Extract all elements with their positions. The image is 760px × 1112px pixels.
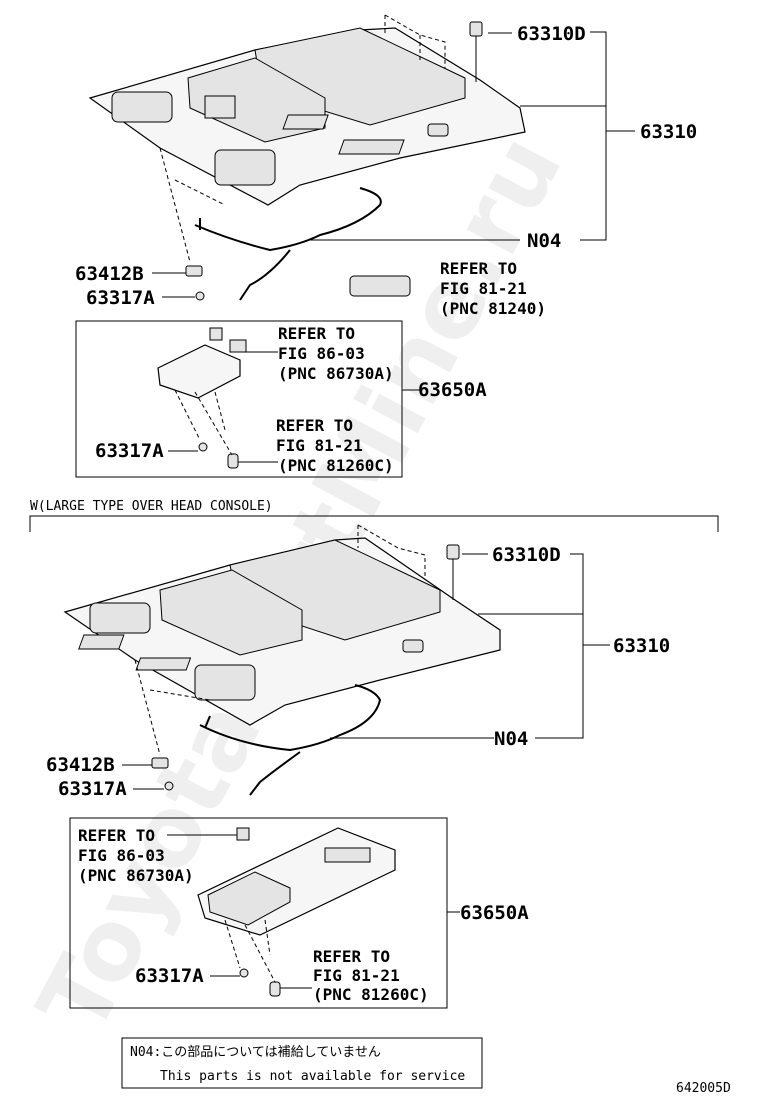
top-left-detail-3 bbox=[204, 95, 236, 119]
top-dash-3 bbox=[384, 14, 446, 68]
top-dash-2 bbox=[174, 179, 226, 206]
top-vent-1 bbox=[282, 114, 329, 130]
bottom-refer-bulb-1: REFER TO bbox=[313, 947, 390, 966]
bottom-refer-bulb-3: (PNC 81260C) bbox=[313, 985, 429, 1004]
top-lamp-detail-box bbox=[75, 320, 403, 478]
top-bracket-63412b bbox=[185, 265, 203, 277]
note-line-2: This parts is not available for service bbox=[160, 1069, 465, 1084]
top-refer-bulb-1: REFER TO bbox=[276, 416, 353, 435]
bottom-console-lamp bbox=[207, 871, 291, 926]
bottom-clip-63310d bbox=[446, 544, 460, 600]
bottom-refer-conn-1: REFER TO bbox=[78, 826, 155, 845]
bottom-overhead-console bbox=[197, 827, 396, 936]
refer-dome-line2: FIG 81-21 bbox=[440, 279, 527, 298]
callout-n04-bottom: N04 bbox=[494, 728, 528, 750]
callout-63317a-bottom-box: 63317A bbox=[135, 965, 204, 987]
bottom-lamp-detail-box bbox=[69, 817, 448, 1009]
refer-dome-line3: (PNC 81240) bbox=[440, 299, 546, 318]
bottom-sunvisor-clip bbox=[402, 639, 424, 653]
bottom-section: 63310D 63310 N04 63412B 63317A 63650A RE… bbox=[46, 524, 670, 1009]
top-section: 63310D 63310 N04 63412B 63317A REFER TO … bbox=[75, 14, 697, 478]
top-left-detail-2 bbox=[214, 149, 276, 186]
top-lamp-bulb bbox=[227, 453, 239, 469]
top-refer-bulb-3: (PNC 81260C) bbox=[278, 456, 394, 475]
top-clip-63310d bbox=[469, 21, 483, 82]
bottom-refer-conn-3: (PNC 86730A) bbox=[78, 866, 194, 885]
headliner-bottom-console bbox=[159, 569, 303, 656]
callout-63412b-top: 63412B bbox=[75, 263, 144, 285]
callout-63310d-top: 63310D bbox=[517, 23, 586, 45]
callout-63317a-top: 63317A bbox=[86, 287, 155, 309]
top-lamp-dash bbox=[174, 389, 233, 456]
section-bracket bbox=[29, 515, 719, 532]
bottom-refer-conn-2: FIG 86-03 bbox=[78, 846, 165, 865]
top-refer-conn-2: FIG 86-03 bbox=[278, 344, 365, 363]
section-label: W(LARGE TYPE OVER HEAD CONSOLE) bbox=[30, 499, 273, 514]
figure-code: 642005D bbox=[676, 1081, 731, 1096]
top-dash-1 bbox=[159, 147, 191, 263]
callout-63317a-bottom: 63317A bbox=[58, 778, 127, 800]
callout-63317a-top-box: 63317A bbox=[95, 440, 164, 462]
top-refer-bulb-2: FIG 81-21 bbox=[276, 436, 363, 455]
top-lamp-screw bbox=[198, 442, 208, 452]
top-lead-headliner bbox=[580, 31, 607, 241]
callout-63650a-bottom: 63650A bbox=[460, 902, 529, 924]
bottom-lead-headliner bbox=[535, 553, 584, 739]
bottom-vent-1 bbox=[78, 634, 125, 650]
bottom-dash-2 bbox=[149, 689, 211, 701]
bottom-lamp-screw bbox=[239, 968, 249, 978]
callout-n04-top: N04 bbox=[527, 230, 561, 252]
top-sunvisor-clip bbox=[427, 123, 449, 137]
bottom-screw-63317a bbox=[164, 781, 174, 791]
callout-63650a-top: 63650A bbox=[418, 379, 487, 401]
bottom-dash-1 bbox=[134, 659, 161, 756]
top-wire-harness bbox=[194, 187, 382, 301]
bottom-left-detail-2 bbox=[194, 664, 256, 701]
refer-dome-line1: REFER TO bbox=[440, 259, 517, 278]
top-left-detail-1 bbox=[111, 91, 173, 123]
callout-63412b-bottom: 63412B bbox=[46, 754, 115, 776]
bottom-left-detail-1 bbox=[89, 602, 151, 634]
note-box bbox=[121, 1037, 483, 1089]
top-lamp-connector bbox=[229, 339, 247, 353]
bottom-wire-harness bbox=[199, 684, 382, 796]
bottom-lamp-dash bbox=[224, 919, 276, 983]
bottom-lamp-bulb bbox=[269, 981, 281, 997]
top-lamp-assy bbox=[157, 344, 241, 399]
bottom-dash-3 bbox=[357, 524, 426, 580]
top-refer-conn-1: REFER TO bbox=[278, 324, 355, 343]
bottom-refer-bulb-2: FIG 81-21 bbox=[313, 966, 400, 985]
callout-63310-top: 63310 bbox=[640, 121, 697, 143]
top-screw-63317a bbox=[195, 291, 205, 301]
top-refer-conn-3: (PNC 86730A) bbox=[278, 364, 394, 383]
note-line-1: N04:この部品については補給していません bbox=[130, 1045, 381, 1060]
bottom-console-pad bbox=[324, 847, 371, 863]
bottom-bracket-63412b bbox=[151, 757, 169, 769]
callout-63310d-bottom: 63310D bbox=[492, 544, 561, 566]
top-vent-2 bbox=[338, 139, 405, 155]
bottom-lamp-plug bbox=[236, 827, 250, 841]
callout-63310-bottom: 63310 bbox=[613, 635, 670, 657]
top-dome-lamp bbox=[349, 275, 411, 297]
top-lamp-plug bbox=[209, 327, 223, 341]
bottom-vent-2 bbox=[135, 657, 192, 671]
